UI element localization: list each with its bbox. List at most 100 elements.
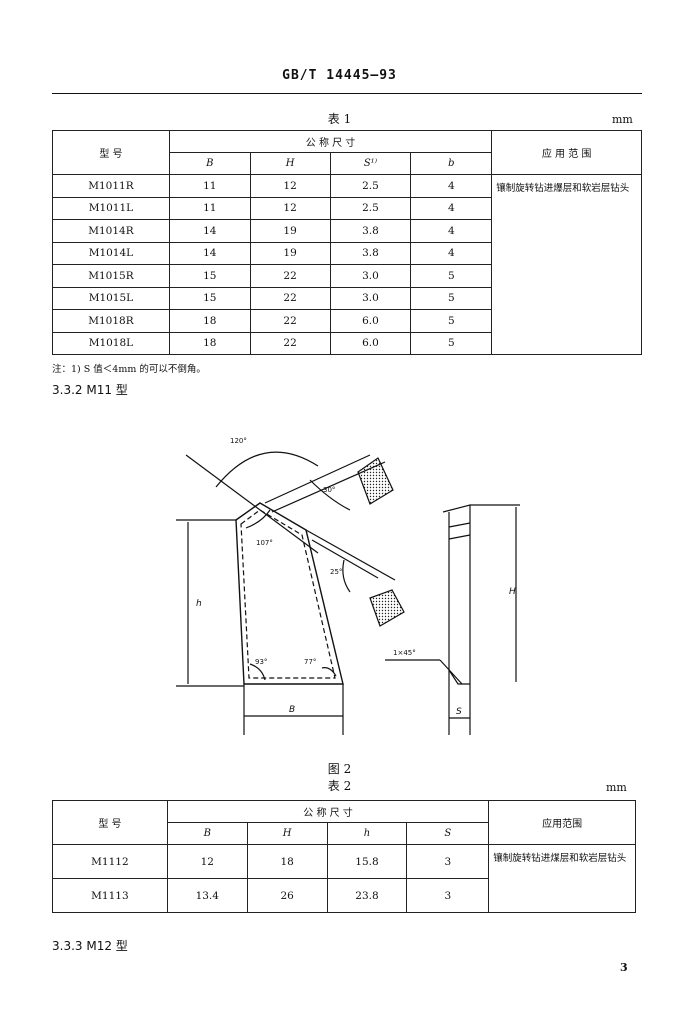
value-cell: 22 bbox=[249, 309, 331, 333]
tip-inner-dashed bbox=[240, 509, 336, 679]
table2-subheader-H: H bbox=[246, 822, 328, 845]
tip-outline bbox=[235, 502, 344, 685]
angle-77-label: 77° bbox=[304, 658, 316, 666]
arc-120 bbox=[215, 451, 319, 488]
value-cell: 18 bbox=[168, 309, 251, 333]
model-cell: M1015L bbox=[52, 286, 170, 310]
value-cell: 5 bbox=[410, 309, 493, 333]
value-cell: 6.0 bbox=[329, 309, 412, 333]
arc-107 bbox=[245, 509, 271, 529]
table1-caption: 表 1 bbox=[327, 112, 352, 126]
table2: 型 号 公 称 尺 寸 应用范围 B H h S M1112 12 18 15.… bbox=[52, 800, 636, 913]
value-cell: 3.8 bbox=[329, 219, 412, 243]
document-header: GB/T 14445—93 bbox=[282, 68, 397, 83]
table1-header-application: 应 用 范 围 bbox=[491, 130, 642, 175]
value-cell: 15.8 bbox=[326, 844, 408, 879]
table1: 型 号 公 称 尺 寸 应 用 范 围 B H S¹⁾ b M1011R 11 … bbox=[52, 130, 642, 355]
value-cell: 3.0 bbox=[329, 286, 412, 310]
value-cell: 5 bbox=[410, 264, 493, 288]
angle-120-label: 120° bbox=[230, 437, 247, 445]
value-cell: 23.8 bbox=[326, 878, 408, 913]
table-row: M1018L 18 22 6.0 5 bbox=[52, 331, 642, 355]
value-cell: 2.5 bbox=[329, 196, 412, 220]
table1-application-cell: 镶制旋转钻进爆层和软岩层钻头 bbox=[491, 174, 642, 355]
value-cell: 13.4 bbox=[166, 878, 248, 913]
arc-30 bbox=[309, 479, 351, 511]
cutter-upper-1 bbox=[264, 454, 371, 504]
value-cell: 4 bbox=[410, 174, 493, 198]
value-cell: 3 bbox=[406, 844, 490, 879]
table1-header-nominal: 公 称 尺 寸 bbox=[168, 130, 493, 153]
model-cell: M1113 bbox=[52, 878, 168, 913]
value-cell: 11 bbox=[168, 196, 251, 220]
dimension-H-label: H bbox=[509, 587, 516, 597]
value-cell: 5 bbox=[410, 331, 493, 355]
table-row: M1112 12 18 15.8 3 镶制旋转钻进煤层和软岩层钻头 bbox=[52, 844, 636, 913]
table2-subheader-B: B bbox=[166, 822, 248, 845]
angle-25-label: 25° bbox=[330, 568, 342, 576]
carbide-insert-upper bbox=[357, 457, 394, 505]
chamfer-outline bbox=[448, 669, 470, 685]
cutting-edge-line bbox=[185, 454, 319, 554]
value-cell: 18 bbox=[246, 844, 328, 879]
value-cell: 19 bbox=[249, 241, 331, 265]
table1-subheader-H: H bbox=[249, 152, 331, 175]
value-cell: 3.0 bbox=[329, 264, 412, 288]
value-cell: 18 bbox=[168, 331, 251, 355]
table1-header-model: 型 号 bbox=[52, 130, 170, 175]
value-cell: 12 bbox=[166, 844, 248, 879]
table-row: M1011R 11 12 2.5 4 镶制旋转钻进爆层和软岩层钻头 bbox=[52, 174, 642, 355]
model-cell: M1015R bbox=[52, 264, 170, 288]
table2-caption: 表 2 bbox=[327, 779, 352, 793]
value-cell: 14 bbox=[168, 219, 251, 243]
table1-note: 注：1) S 值＜4mm 的可以不倒角。 bbox=[52, 364, 206, 375]
arc-93 bbox=[249, 663, 266, 681]
value-cell: 4 bbox=[410, 196, 493, 220]
value-cell: 15 bbox=[168, 264, 251, 288]
model-cell: M1011L bbox=[52, 196, 170, 220]
value-cell: 12 bbox=[249, 196, 331, 220]
section-heading-3-3-2: 3.3.2 M11 型 bbox=[52, 383, 128, 397]
table1-unit: mm bbox=[612, 113, 633, 126]
table-row: M1113 13.4 26 23.8 3 bbox=[52, 878, 636, 913]
header-rule bbox=[52, 93, 642, 94]
table2-header-application: 应用范围 bbox=[488, 800, 636, 845]
chamfer-label: 1×45° bbox=[393, 649, 416, 657]
value-cell: 15 bbox=[168, 286, 251, 310]
table2-header-nominal: 公 称 尺 寸 bbox=[166, 800, 490, 823]
model-cell: M1018R bbox=[52, 309, 170, 333]
table-row: M1011L 11 12 2.5 4 bbox=[52, 196, 642, 220]
side-view-line2 bbox=[448, 534, 471, 540]
model-cell: M1014L bbox=[52, 241, 170, 265]
table1-subheader-B: B bbox=[168, 152, 251, 175]
table2-subheader-h: h bbox=[326, 822, 408, 845]
cutter-lower-1 bbox=[305, 529, 396, 581]
carbide-insert-lower bbox=[369, 589, 405, 627]
chamfer-leader-2 bbox=[439, 659, 463, 685]
value-cell: 19 bbox=[249, 219, 331, 243]
angle-107-label: 107° bbox=[256, 539, 273, 547]
value-cell: 22 bbox=[249, 286, 331, 310]
table1-subheader-b: b bbox=[410, 152, 493, 175]
value-cell: 5 bbox=[410, 286, 493, 310]
value-cell: 14 bbox=[168, 241, 251, 265]
value-cell: 12 bbox=[249, 174, 331, 198]
table2-application-cell: 镶制旋转钻进煤层和软岩层钻头 bbox=[488, 844, 636, 913]
value-cell: 11 bbox=[168, 174, 251, 198]
dimension-B-label: B bbox=[289, 705, 295, 715]
arc-25 bbox=[342, 559, 351, 593]
value-cell: 22 bbox=[249, 331, 331, 355]
table-row: M1015R 15 22 3.0 5 bbox=[52, 264, 642, 288]
value-cell: 3 bbox=[406, 878, 490, 913]
model-cell: M1011R bbox=[52, 174, 170, 198]
figure-2-caption: 图 2 bbox=[327, 762, 352, 776]
model-cell: M1112 bbox=[52, 844, 168, 879]
value-cell: 22 bbox=[249, 264, 331, 288]
model-cell: M1018L bbox=[52, 331, 170, 355]
table1-subheader-S: S¹⁾ bbox=[329, 152, 412, 175]
angle-93-label: 93° bbox=[255, 658, 267, 666]
angle-30-label: 30° bbox=[323, 486, 335, 494]
table-row: M1015L 15 22 3.0 5 bbox=[52, 286, 642, 310]
table2-unit: mm bbox=[606, 781, 627, 794]
arc-77 bbox=[321, 667, 337, 677]
